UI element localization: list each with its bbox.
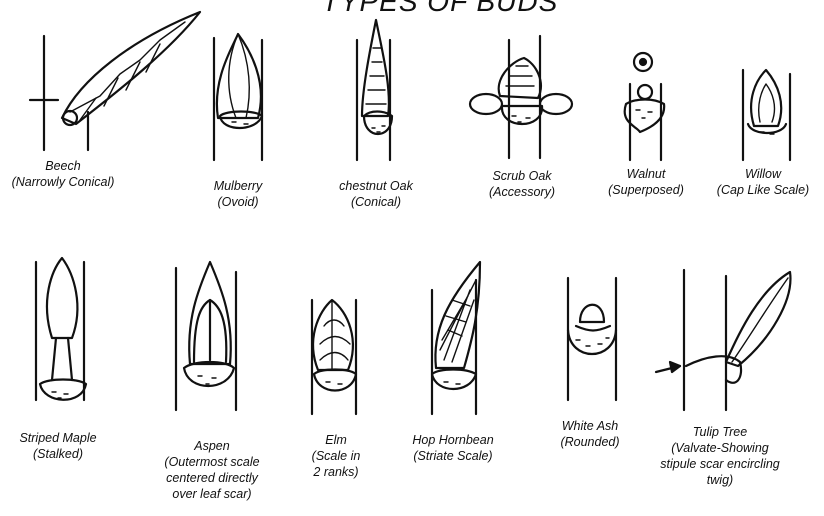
- aspen-description-3: over leaf scar): [150, 486, 274, 502]
- chestnut-oak-label: chestnut Oak: [324, 178, 428, 194]
- beech-bud-drawing: [30, 12, 200, 150]
- white-ash-label: White Ash: [544, 418, 636, 434]
- white-ash-bud-drawing: [568, 278, 616, 400]
- caption-beech: Beech (Narrowly Conical): [0, 158, 126, 190]
- caption-walnut: Walnut (Superposed): [598, 166, 694, 198]
- beech-description: (Narrowly Conical): [0, 174, 126, 190]
- caption-elm: Elm (Scale in 2 ranks): [300, 432, 372, 480]
- caption-willow: Willow (Cap Like Scale): [704, 166, 822, 198]
- mulberry-description: (Ovoid): [190, 194, 286, 210]
- hop-hornbean-bud-drawing: [432, 262, 480, 414]
- scrub-oak-description: (Accessory): [474, 184, 570, 200]
- caption-chestnut-oak: chestnut Oak (Conical): [324, 178, 428, 210]
- mulberry-label: Mulberry: [190, 178, 286, 194]
- hop-hornbean-label: Hop Hornbean: [398, 432, 508, 448]
- aspen-description-2: centered directly: [150, 470, 274, 486]
- elm-description-2: 2 ranks): [300, 464, 372, 480]
- striped-maple-bud-drawing: [36, 258, 86, 400]
- beech-label: Beech: [0, 158, 126, 174]
- chestnut-oak-description: (Conical): [324, 194, 428, 210]
- caption-mulberry: Mulberry (Ovoid): [190, 178, 286, 210]
- willow-label: Willow: [704, 166, 822, 182]
- caption-hop-hornbean: Hop Hornbean (Striate Scale): [398, 432, 508, 464]
- walnut-label: Walnut: [598, 166, 694, 182]
- elm-label: Elm: [300, 432, 372, 448]
- tulip-tree-bud-drawing: [656, 270, 790, 410]
- scrub-oak-label: Scrub Oak: [474, 168, 570, 184]
- mulberry-bud-drawing: [214, 34, 262, 160]
- scrub-oak-bud-drawing: [470, 36, 572, 158]
- caption-scrub-oak: Scrub Oak (Accessory): [474, 168, 570, 200]
- elm-description: (Scale in: [300, 448, 372, 464]
- tulip-tree-description-3: twig): [640, 472, 800, 488]
- hop-hornbean-description: (Striate Scale): [398, 448, 508, 464]
- aspen-label: Aspen: [150, 438, 274, 454]
- striped-maple-label: Striped Maple: [6, 430, 110, 446]
- striped-maple-description: (Stalked): [6, 446, 110, 462]
- caption-striped-maple: Striped Maple (Stalked): [6, 430, 110, 462]
- aspen-description: (Outermost scale: [150, 454, 274, 470]
- caption-aspen: Aspen (Outermost scale centered directly…: [150, 438, 274, 502]
- white-ash-description: (Rounded): [544, 434, 636, 450]
- walnut-description: (Superposed): [598, 182, 694, 198]
- tulip-tree-description: (Valvate-Showing: [640, 440, 800, 456]
- tulip-tree-description-2: stipule scar encircling: [640, 456, 800, 472]
- aspen-bud-drawing: [176, 262, 236, 410]
- caption-white-ash: White Ash (Rounded): [544, 418, 636, 450]
- caption-tulip-tree: Tulip Tree (Valvate-Showing stipule scar…: [640, 424, 800, 488]
- elm-bud-drawing: [312, 300, 356, 414]
- willow-description: (Cap Like Scale): [704, 182, 822, 198]
- willow-bud-drawing: [743, 70, 790, 160]
- tulip-tree-label: Tulip Tree: [640, 424, 800, 440]
- walnut-bud-drawing: [625, 53, 665, 160]
- chestnut-oak-bud-drawing: [357, 20, 392, 160]
